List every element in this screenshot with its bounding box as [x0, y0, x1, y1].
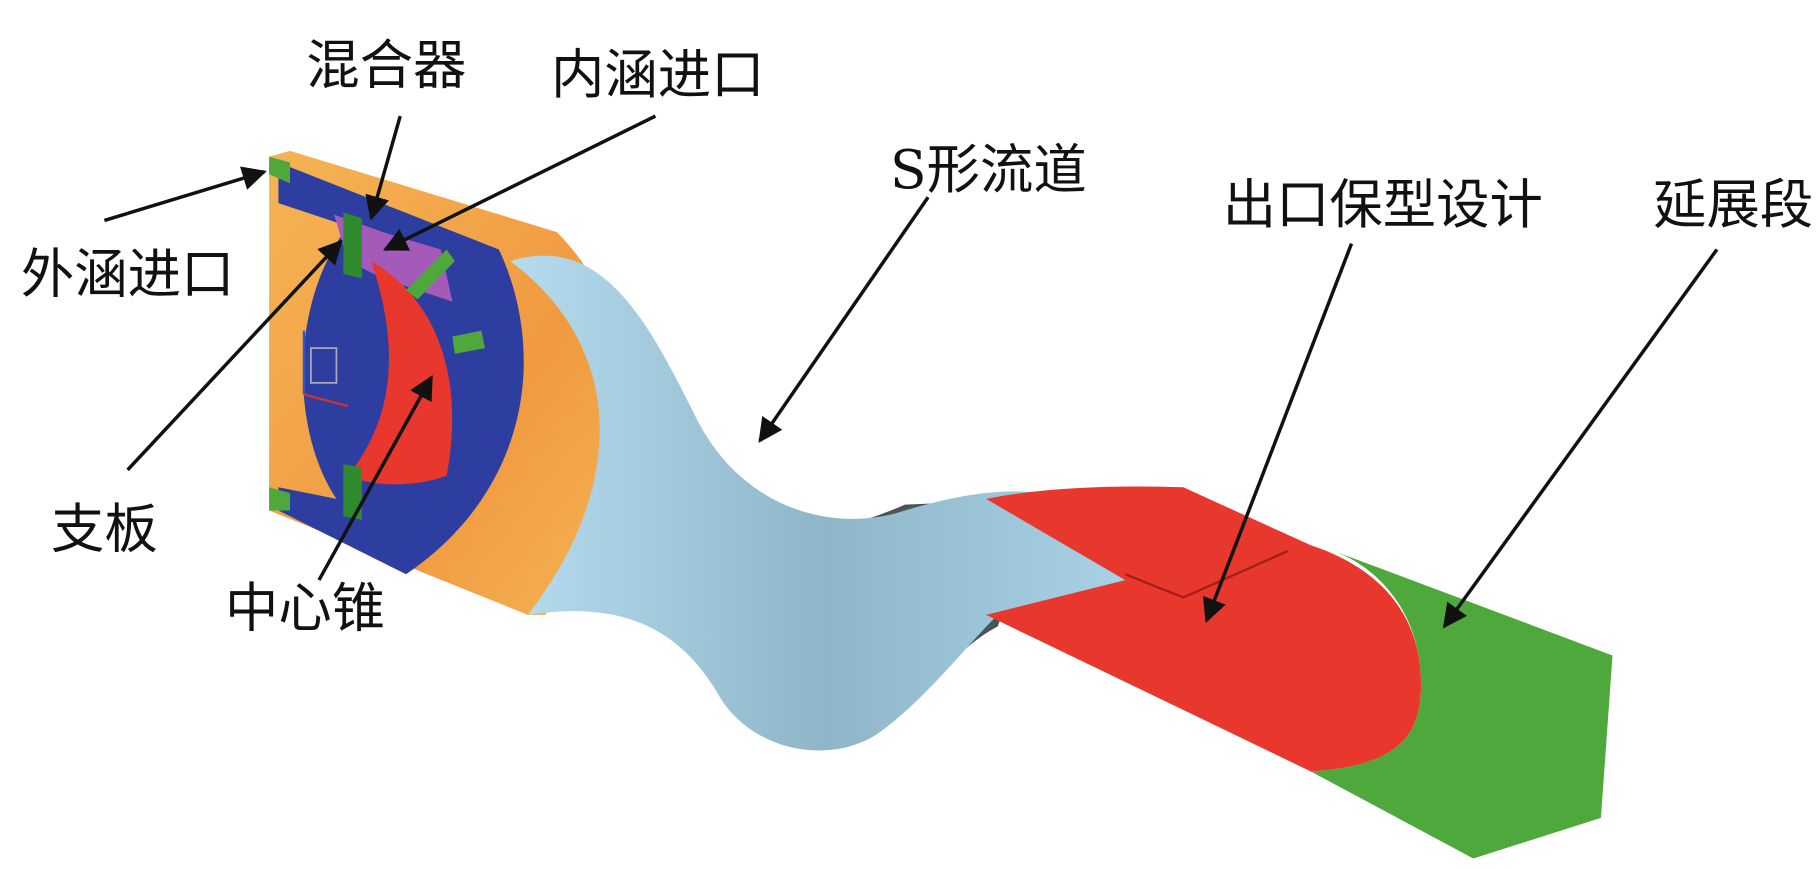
- label-core-inlet: 内涵进口: [551, 43, 764, 106]
- bypass-lip-top: [269, 156, 291, 184]
- label-bypass-inlet: 外涵进口: [21, 242, 234, 305]
- arrow-strut: [126, 239, 343, 472]
- center-cone: [348, 261, 453, 485]
- strut-bottom: [343, 464, 362, 520]
- axis-triad-icon: [302, 330, 349, 408]
- arrow-s-duct: [758, 196, 930, 443]
- extension-section: [1310, 551, 1613, 859]
- strut-upper: [406, 249, 455, 300]
- strut-top: [343, 212, 362, 279]
- arrow-center-cone: [317, 374, 434, 581]
- arrow-bypass-inlet: [103, 166, 267, 223]
- label-s-duct: S形流道: [890, 138, 1087, 201]
- s-duct: [510, 255, 1137, 751]
- strut-mid: [452, 330, 485, 354]
- arrow-extension: [1442, 248, 1719, 629]
- arrow-exit-shape: [1202, 243, 1354, 623]
- bypass-lip-bottom: [269, 487, 291, 511]
- label-center-cone: 中心锥: [225, 576, 385, 639]
- label-mixer: 混合器: [306, 34, 466, 97]
- label-extension: 延展段: [1653, 173, 1813, 236]
- arrow-core-inlet: [382, 114, 657, 252]
- label-exit-shape: 出口保型设计: [1223, 173, 1543, 236]
- label-strut: 支板: [51, 498, 158, 561]
- arrow-mixer: [365, 115, 402, 221]
- exit-section: [986, 486, 1422, 772]
- exit-ridge: [1124, 550, 1289, 599]
